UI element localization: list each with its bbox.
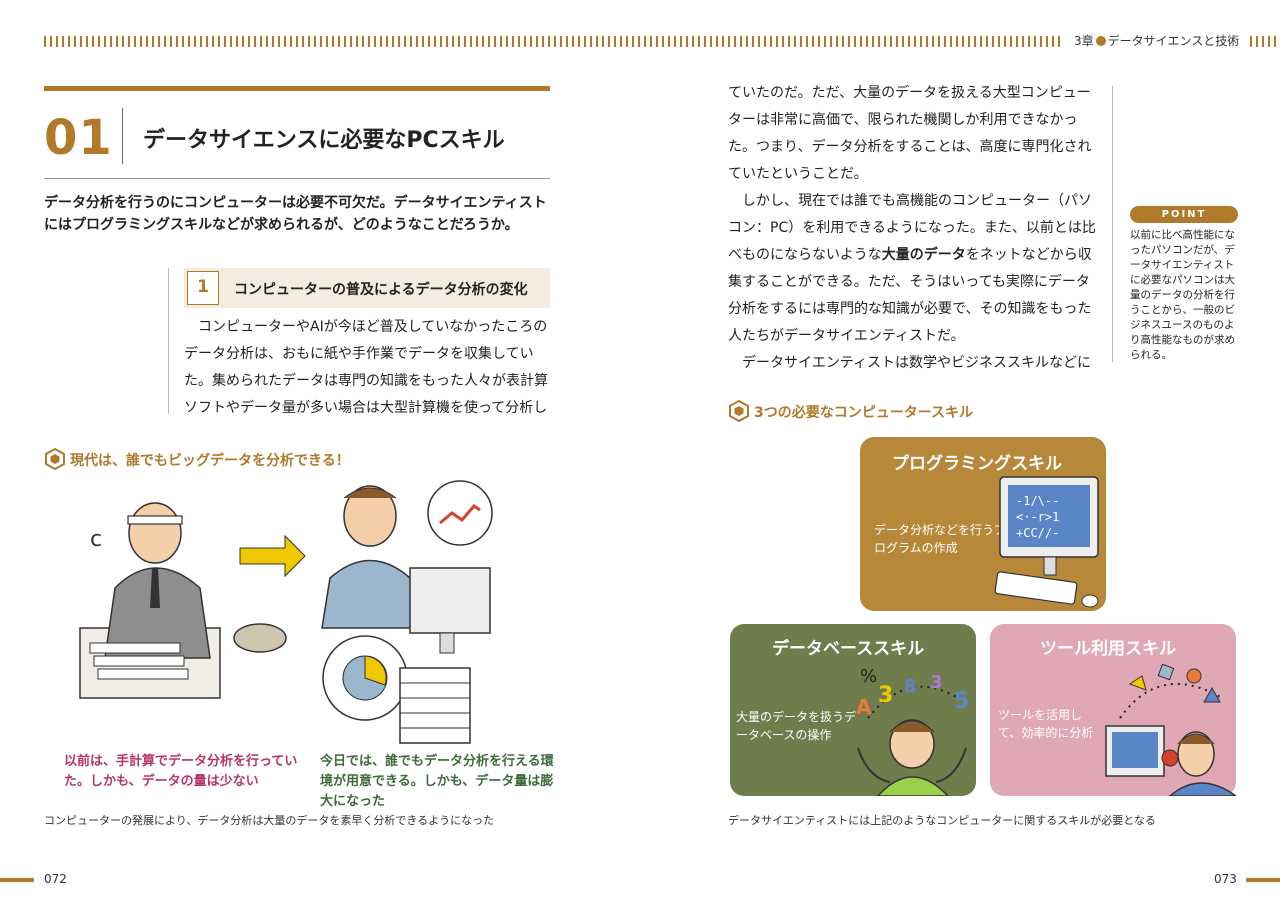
hexagon-icon: [729, 400, 749, 422]
svg-text:%: %: [860, 666, 877, 687]
section-number: 01: [44, 110, 113, 166]
right-paragraph-2a: しかし、現在では誰でも高機能のコンピューター（パソコン：PC）を利用できるように…: [728, 193, 1096, 263]
right-column-body: ていたのだ。ただ、大量のデータを扱える大型コンピューターは非常に高価で、限られた…: [728, 80, 1098, 377]
right-paragraph-2: しかし、現在では誰でも高機能のコンピューター（パソコン：PC）を利用できるように…: [728, 188, 1098, 350]
hexagon-icon: [45, 448, 65, 470]
chapter-label: 3章データサイエンスと技術: [1074, 32, 1239, 49]
figure-right-title: 3つの必要なコンピュータースキル: [754, 405, 974, 421]
figure-right-label: 3つの必要なコンピュータースキル: [728, 400, 973, 426]
highlight-big-data: 大量のデータ: [881, 247, 966, 263]
svg-text:3: 3: [930, 672, 943, 693]
heading-top-bar: [44, 86, 550, 91]
database-skill-desc: 大量のデータを扱うデータベースの操作: [736, 710, 857, 742]
subsection-body: コンピューターやAIが今ほど普及していなかったころのデータ分析は、おもに紙や手作…: [184, 319, 548, 416]
programming-skill-box: プログラミングスキル データ分析などを行うプログラムの作成 -1/\-- <·-…: [860, 437, 1106, 611]
relaxed-worker-figure: [321, 480, 493, 744]
database-skill-title: データベーススキル: [772, 639, 925, 659]
page-number-left: 072: [44, 872, 67, 886]
right-paragraph-3: データサイエンティストは数学やビジネススキルなどに: [728, 355, 1092, 371]
header-dashed-strip-right: [1250, 36, 1280, 47]
database-skill-box: データベーススキル 大量のデータを扱うデータベースの操作 % A 3 8 3 5: [730, 624, 976, 796]
tool-skill-title: ツール利用スキル: [1040, 639, 1176, 659]
caption-before: 以前は、手計算でデータ分析を行っていた。しかも、データの量は少ない: [64, 754, 298, 789]
svg-text:c: c: [90, 527, 102, 552]
page-number-right: 073: [1214, 872, 1237, 886]
svg-text:<·-r>1: <·-r>1: [1016, 510, 1059, 524]
figure-left-label: 現代は、誰でもビッグデータを分析できる！: [44, 448, 350, 474]
figure-right-caption: データサイエンティストには上記のようなコンピューターに関するスキルが必要となる: [728, 814, 1156, 827]
computer-monitor-icon: -1/\-- <·-r>1 +CC//-: [994, 476, 1099, 608]
page-title: データサイエンスに必要なPCスキル: [143, 128, 505, 153]
figure-left-caption: コンピューターの発展により、データ分析は大量のデータを素早く分析できるようになっ…: [44, 814, 495, 827]
svg-text:A: A: [856, 695, 872, 719]
stressed-worker-figure: c: [79, 502, 287, 699]
svg-text:3: 3: [878, 683, 893, 708]
subsection-side-line: [168, 268, 169, 414]
subsection-header: [184, 268, 550, 308]
svg-text:8: 8: [904, 676, 917, 697]
right-paragraph-2b: をネットなどから収集することができる。ただ、そうはいっても実際にデータ分析をする…: [728, 247, 1092, 344]
heading-underline: [44, 178, 550, 179]
chapter-title: データサイエンスと技術: [1107, 34, 1240, 48]
svg-text:+CC//-: +CC//-: [1016, 526, 1059, 540]
page-number-bar-right: [1246, 878, 1280, 882]
point-text: 以前に比べ高性能になったパソコンだが、データサイエンティストに必要なパソコンは大…: [1130, 229, 1235, 361]
svg-text:-1/\--: -1/\--: [1016, 494, 1059, 508]
right-paragraph-1: ていたのだ。ただ、大量のデータを扱える大型コンピューターは非常に高価で、限られた…: [728, 85, 1092, 182]
subsection-number: 1: [187, 271, 219, 305]
chapter-prefix: 3章: [1074, 34, 1094, 48]
point-badge: POINT: [1130, 206, 1238, 223]
lead-text: データ分析を行うのにコンピューターは必要不可欠だ。データサイエンティストにはプロ…: [44, 195, 547, 233]
database-worker-illustration: % A 3 8 3 5: [856, 666, 969, 796]
right-column-divider: [1112, 86, 1113, 362]
office-workers-illustration: c: [79, 480, 493, 744]
svg-text:5: 5: [954, 689, 969, 714]
caption-after: 今日では、誰でもデータ分析を行える環境が用意できる。しかも、データ量は膨大になっ…: [320, 754, 554, 809]
heading-divider: [122, 108, 123, 164]
figure-left-title: 現代は、誰でもビッグデータを分析できる！: [70, 453, 350, 469]
bullet-dot-icon: [1095, 36, 1106, 46]
subsection-title: コンピューターの普及によるデータ分析の変化: [234, 282, 528, 298]
page-number-bar-left: [0, 878, 34, 882]
tool-skill-box: ツール利用スキル ツールを活用して、効率的に分析: [990, 624, 1236, 796]
programming-skill-desc: データ分析などを行うプログラムの作成: [874, 523, 1006, 555]
tool-skill-desc: ツールを活用して、効率的に分析: [998, 708, 1094, 740]
header-dashed-strip: [44, 36, 1064, 47]
tool-user-illustration: [1105, 663, 1236, 796]
programming-skill-title: プログラミングスキル: [892, 454, 1062, 474]
